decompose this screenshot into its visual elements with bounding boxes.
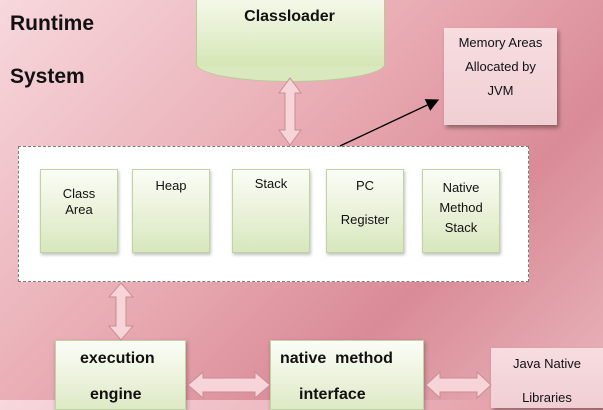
heap-label: Heap [155,178,187,193]
native-method-interface-box: native method interface [270,340,424,410]
memory-areas-note-line2: Allocated by [465,59,536,74]
heap-box: Heap [132,169,210,253]
native-method-interface-line2: interface [299,386,366,403]
stack-label: Stack [254,176,288,191]
native-method-stack-line1: Native [442,180,480,195]
execution-to-native-interface-arrow [187,370,271,400]
classloader-label: Classloader [244,8,335,25]
runtime-system-title-line2: System [10,65,85,88]
runtime-system-title-line1: Runtime [10,12,94,35]
memory-areas-note-line3: JVM [487,83,514,98]
native-method-interface-line1: native method [280,350,393,367]
execution-engine-box: execution engine [55,340,186,410]
java-native-libraries-box: Java Native Libraries [491,348,603,408]
pc-register-line2: Register [340,212,390,227]
execution-engine-line2: engine [90,386,142,403]
memory-areas-note: Memory Areas Allocated by JVM [444,28,557,125]
classloader-to-areas-arrow [278,77,302,146]
execution-engine-line1: execution [80,350,155,367]
native-interface-to-libraries-arrow [425,370,492,400]
native-method-stack-line2: Method [439,200,483,215]
arrows-overlay [107,77,492,400]
native-method-stack-box: Native Method Stack [422,169,500,253]
java-native-libraries-line1: Java Native [513,356,581,371]
class-area-box: Class Area [40,169,118,253]
pc-register-box: PC Register [326,169,404,253]
memory-areas-pointer-arrow [339,99,440,147]
class-area-line1: Class [62,186,96,201]
memory-areas-note-line1: Memory Areas [458,35,543,50]
classloader-cylinder [196,0,385,66]
stack-box: Stack [232,169,310,253]
pc-register-line1: PC [355,178,375,193]
native-method-stack-line3: Stack [444,220,478,235]
areas-to-execution-arrow [107,282,135,341]
